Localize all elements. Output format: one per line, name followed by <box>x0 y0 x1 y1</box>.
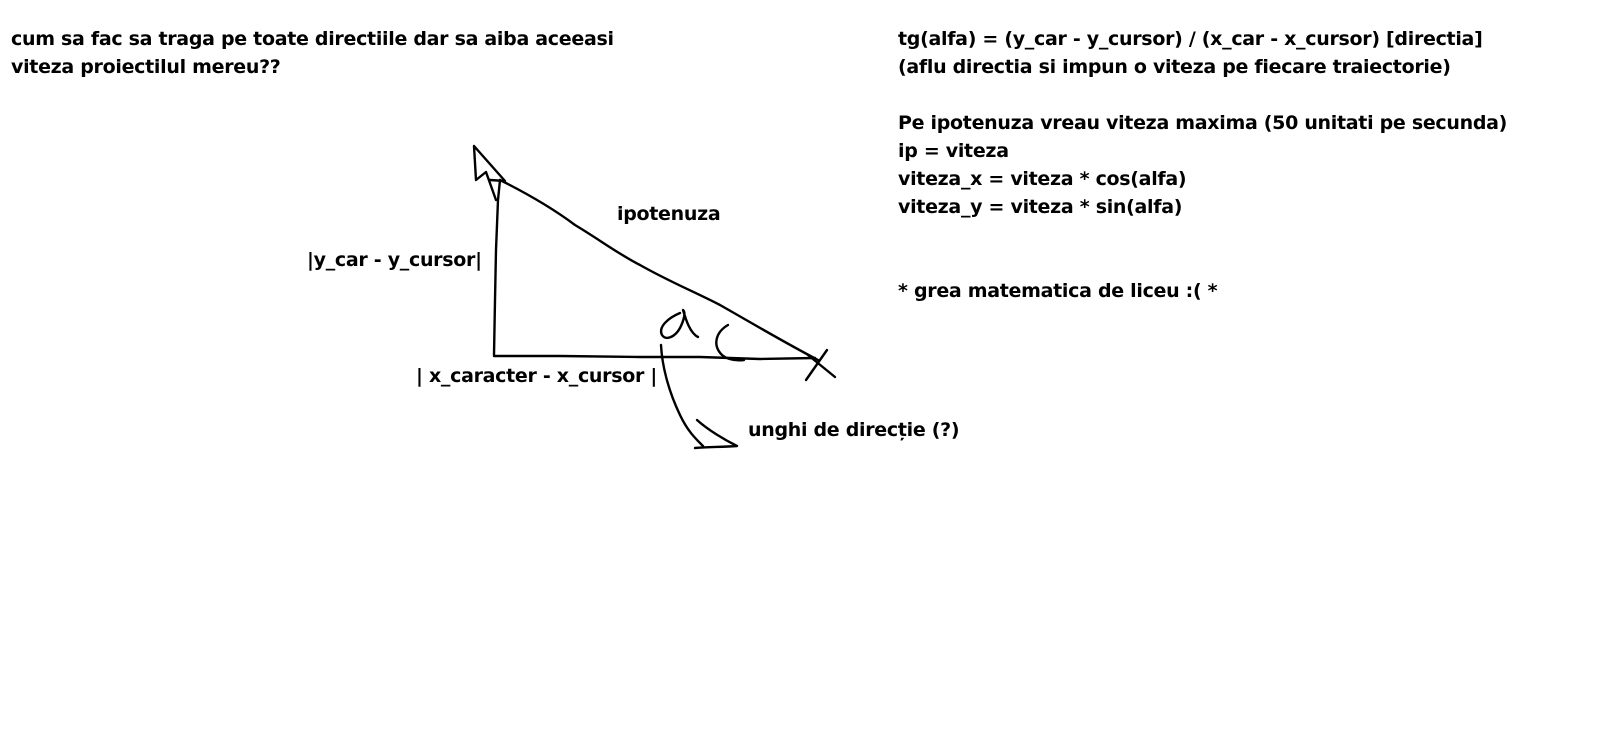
hypotenuse-label: ipotenuza <box>617 203 721 225</box>
question-text: cum sa fac sa traga pe toate directiile … <box>11 25 614 81</box>
question-line-1: cum sa fac sa traga pe toate directiile … <box>11 28 614 50</box>
hypotenuse-line <box>498 178 820 362</box>
joke-note: * grea matematica de liceu :( * <box>898 280 1218 302</box>
vx-equation: viteza_x = viteza * cos(alfa) <box>898 168 1187 190</box>
horizontal-leg-line <box>492 354 817 361</box>
angle-label: unghi de direcție (?) <box>748 419 960 441</box>
math-notes: tg(alfa) = (y_car - y_cursor) / (x_car -… <box>898 25 1507 305</box>
formula-tangent: tg(alfa) = (y_car - y_cursor) / (x_car -… <box>898 28 1483 50</box>
formula-note: (aflu directia si impun o viteza pe fiec… <box>898 56 1451 78</box>
pointer-line <box>659 343 705 448</box>
arrowhead-icon <box>472 144 507 202</box>
spacer <box>898 81 1507 109</box>
max-speed-note: Pe ipotenuza vreau viteza maxima (50 uni… <box>898 112 1508 134</box>
vertical-leg-label: |y_car - y_cursor| <box>307 249 482 271</box>
vy-equation: viteza_y = viteza * sin(alfa) <box>898 196 1183 218</box>
pointer-arrowhead-icon <box>693 418 739 450</box>
horizontal-leg-label: | x_caracter - x_cursor | <box>416 365 658 387</box>
ip-equation: ip = viteza <box>898 140 1009 162</box>
alpha-symbol-icon <box>659 308 700 339</box>
angle-arc <box>715 323 746 362</box>
spacer <box>898 221 1507 277</box>
question-line-2: viteza proiectilul mereu?? <box>11 56 281 78</box>
cross-mark-icon <box>804 348 837 382</box>
vertical-leg-line <box>492 178 502 357</box>
